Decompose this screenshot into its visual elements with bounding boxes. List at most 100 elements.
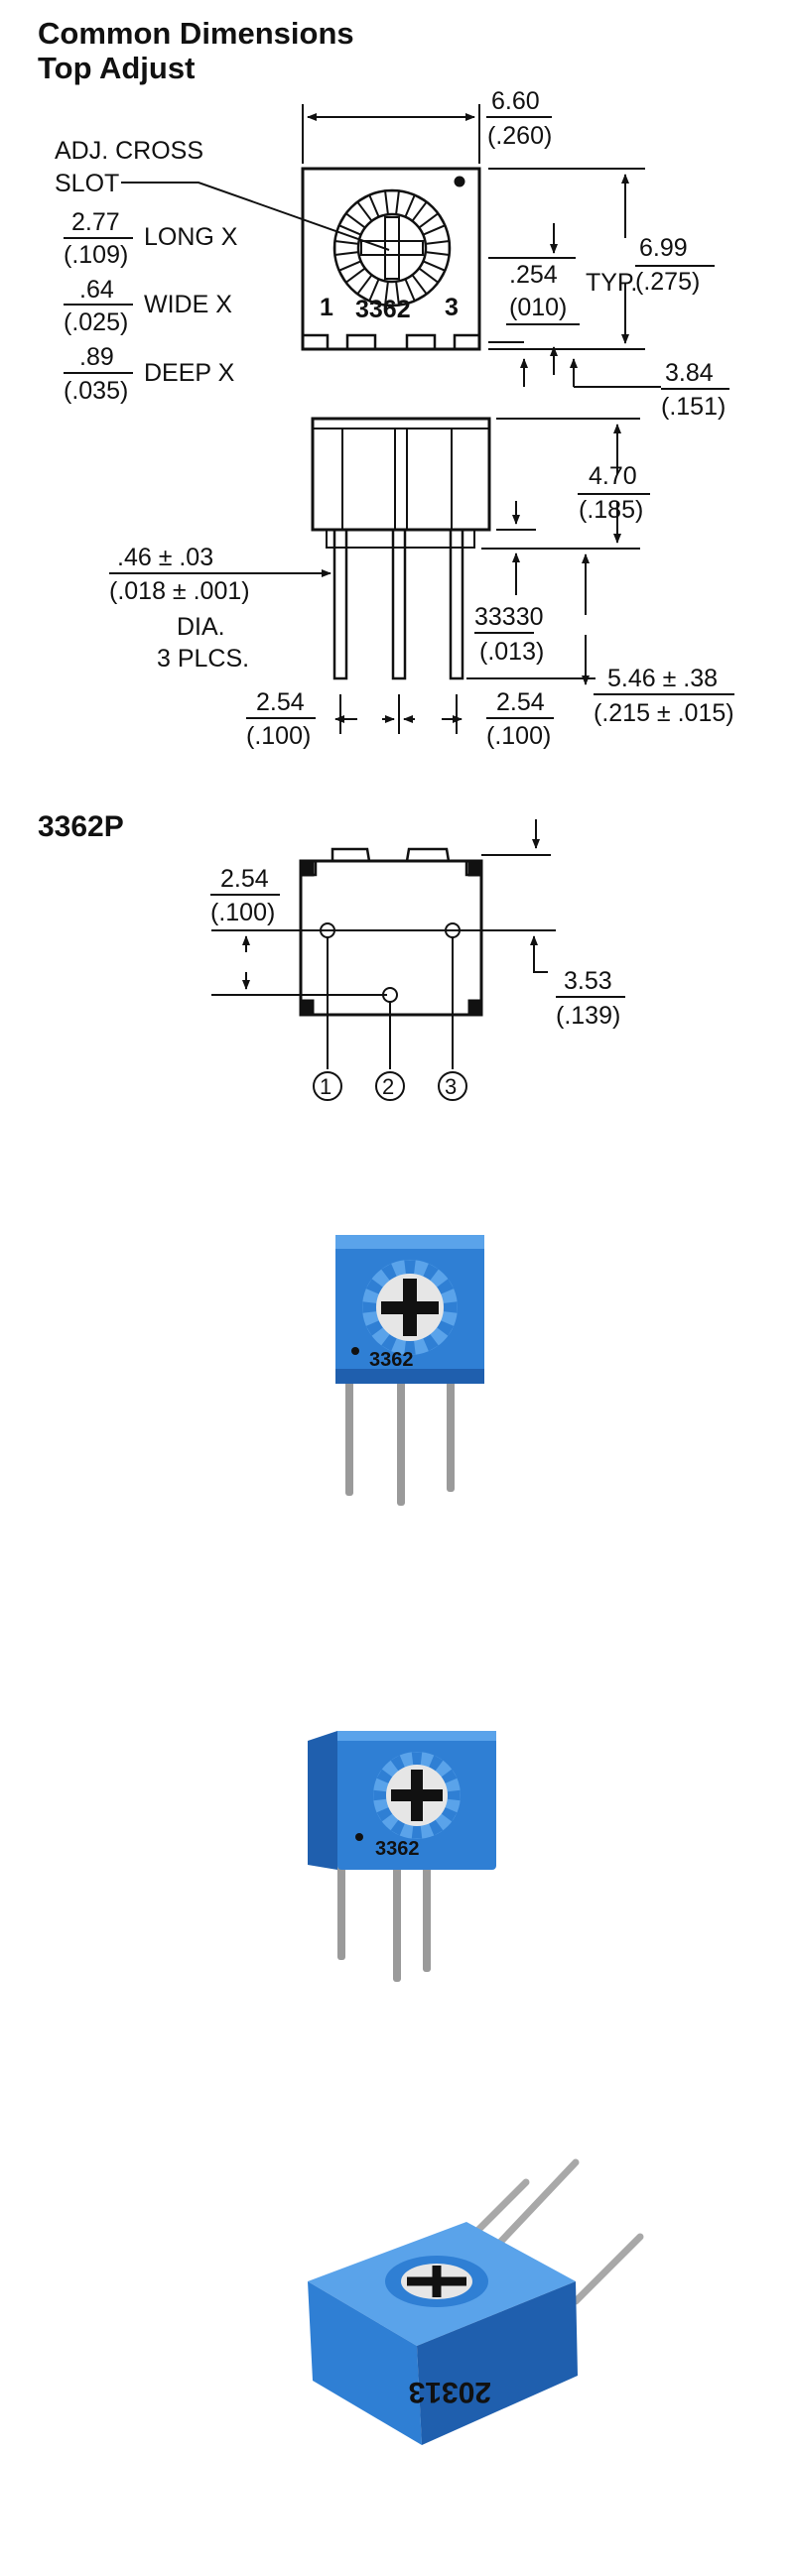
knob-tooth — [383, 281, 401, 307]
knob-tooth — [418, 211, 447, 236]
knob-tooth — [404, 193, 429, 222]
plcs-label: 3 PLCS. — [157, 645, 249, 673]
pin-1 — [345, 1379, 353, 1496]
typ-in: (010) — [509, 294, 567, 321]
knob-tooth — [447, 1789, 461, 1801]
dia-label: DIA. — [177, 613, 225, 641]
width-in: (.260) — [487, 122, 552, 150]
wide-label: WIDE X — [144, 291, 232, 318]
knob-tooth — [362, 1301, 377, 1313]
deep-mm: .89 — [79, 343, 114, 371]
adj-cross-label: ADJ. CROSS — [55, 137, 203, 165]
standoff-in: (.151) — [661, 393, 726, 421]
knob-tooth — [411, 1825, 423, 1839]
pitch-3362p-in: (.100) — [210, 899, 275, 926]
knob-tooth — [390, 1755, 405, 1772]
knob-tooth — [404, 1340, 416, 1355]
row-3362p-in: (.139) — [556, 1002, 620, 1030]
knob-tooth — [355, 274, 380, 303]
long-in: (.109) — [64, 241, 128, 269]
pin3-label: 3 — [445, 294, 459, 321]
typ-mm: .254 — [509, 261, 558, 289]
front-view — [311, 417, 491, 680]
knob-tooth — [429, 1819, 444, 1836]
photo-front-view: 3362 — [335, 1235, 484, 1506]
pitch-left-mm: 2.54 — [256, 688, 305, 716]
pin-dia-in: (.018 ± .001) — [109, 577, 250, 605]
knob-tooth — [376, 1807, 393, 1822]
part-marking: 3362 — [369, 1349, 414, 1371]
cross-slot-vertical — [384, 216, 400, 280]
knob-tooth — [423, 1334, 439, 1352]
width-mm: 6.60 — [491, 87, 540, 115]
long-mm: 2.77 — [71, 208, 120, 236]
pitch-right-in: (.100) — [486, 722, 551, 750]
knob-tooth — [337, 260, 366, 285]
knob-tooth — [441, 1769, 458, 1783]
page-subtitle: Top Adjust — [38, 51, 196, 85]
knob-tooth — [437, 1279, 455, 1294]
adjust-knob-inner — [356, 212, 428, 284]
body-height-mm: 4.70 — [589, 462, 637, 490]
front-view-body — [311, 417, 491, 532]
knob-tooth — [423, 1263, 439, 1281]
pin-2 — [397, 1379, 405, 1506]
long-label: LONG X — [144, 223, 238, 251]
deep-label: DEEP X — [144, 359, 235, 387]
height-in: (.275) — [635, 268, 700, 296]
adjust-knob-outer — [332, 188, 452, 307]
pin-length-mm: 5.46 ± .38 — [607, 665, 718, 692]
standoff-mm: 3.84 — [665, 359, 714, 387]
knob-tooth — [404, 274, 429, 303]
knob-tooth — [429, 1755, 444, 1772]
top-view-body — [301, 167, 481, 351]
cross-slot-horizontal — [360, 240, 424, 256]
knob-tooth — [381, 1263, 397, 1281]
model-3362p-title: 3362P — [38, 810, 124, 843]
side-marking: 3362 — [375, 1838, 420, 1860]
deep-in: (.035) — [64, 377, 128, 405]
pitch-3362p-mm: 2.54 — [220, 865, 269, 893]
pin-dia-mm: .46 ± .03 — [117, 544, 213, 571]
pins — [345, 1379, 455, 1506]
knob-tooth — [365, 1320, 383, 1336]
wide-in: (.025) — [64, 308, 128, 336]
top-view — [301, 167, 481, 351]
knob-tooth — [337, 211, 366, 236]
bottom-marking: 20313 — [409, 2376, 491, 2408]
knob-tooth — [333, 239, 359, 257]
pin1-label: 1 — [320, 294, 333, 321]
typ-label: TYP. — [586, 269, 637, 297]
knob-tooth — [441, 1807, 458, 1822]
pin-label-1: 1 — [320, 1074, 331, 1099]
row-3362p-mm: 3.53 — [564, 967, 612, 995]
knob-tooth — [365, 1279, 383, 1294]
knob-tooth — [376, 1769, 393, 1783]
knob-tooth — [437, 1320, 455, 1336]
knob-tooth — [425, 239, 451, 257]
knob-tooth — [373, 1789, 387, 1801]
pin-offset-mm: 33330 — [474, 603, 544, 631]
pin-length-in: (.215 ± .015) — [594, 699, 734, 727]
side-face — [417, 2281, 578, 2445]
pin-label-2: 2 — [382, 1074, 394, 1099]
photo-angled-view: 3362 — [308, 1731, 496, 1982]
front-face — [308, 2281, 422, 2445]
knob-tooth — [418, 260, 447, 285]
pin-label-3: 3 — [445, 1074, 457, 1099]
page-title: Common Dimensions — [38, 16, 354, 51]
knob-tooth — [381, 1334, 397, 1352]
knob-tooth — [390, 1819, 405, 1836]
slot-label: SLOT — [55, 170, 119, 197]
height-mm: 6.99 — [639, 234, 688, 262]
pin-3 — [447, 1379, 455, 1492]
part-number-label: 3362 — [355, 296, 411, 323]
pin1-dot — [454, 176, 465, 187]
knob-tooth — [411, 1752, 423, 1766]
pitch-right-mm: 2.54 — [496, 688, 545, 716]
pitch-left-in: (.100) — [246, 722, 311, 750]
knob-tooth — [443, 1301, 458, 1313]
bottom-view-3362p — [299, 847, 483, 1069]
knob-tooth — [404, 1260, 416, 1275]
wide-mm: .64 — [79, 276, 114, 304]
